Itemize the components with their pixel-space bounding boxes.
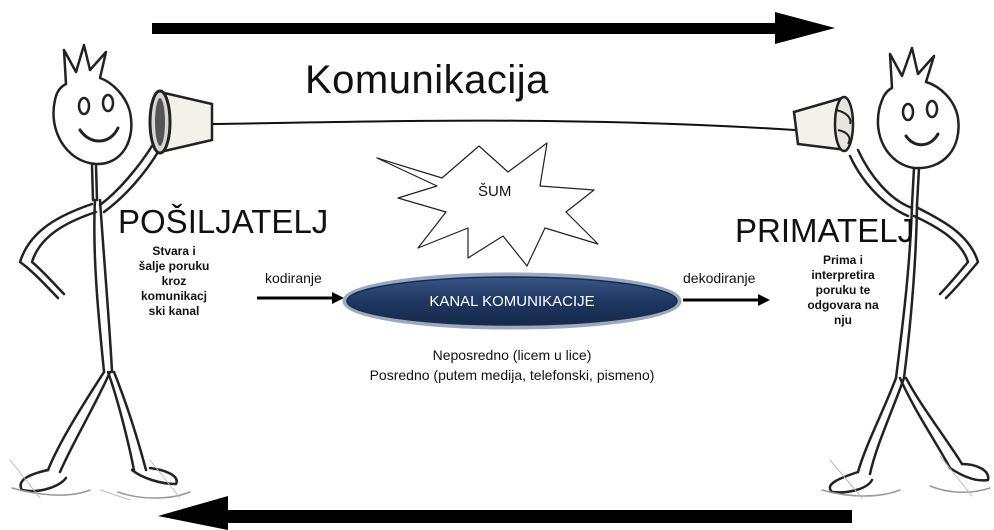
noise-label: ŠUM	[478, 183, 512, 200]
sender-desc-line: šalje poruku	[138, 259, 210, 273]
decoding-label: dekodiranje	[683, 270, 756, 286]
sender-figure	[9, 43, 191, 501]
channel-type-direct: Neposredno (licem u lice)	[432, 347, 592, 363]
sender-desc-line: komunikacj	[140, 289, 208, 303]
sender-can-icon	[148, 89, 214, 155]
receiver-can-icon	[792, 95, 855, 153]
sender-desc-line: kroz	[161, 274, 187, 288]
encoding-arrow	[257, 292, 344, 304]
receiver-desc-line: Prima i	[822, 253, 864, 267]
sender-role-label: POŠILJATELJ	[118, 203, 329, 240]
top-flow-arrow	[152, 12, 835, 44]
receiver-desc-line: interpretira	[811, 268, 875, 282]
bottom-flow-arrow	[158, 496, 852, 530]
diagram-title: Komunikacija	[305, 58, 549, 102]
decoding-arrow	[683, 294, 770, 306]
receiver-figure	[821, 46, 991, 499]
receiver-description: Prima i interpretira poruku te odgovara …	[797, 253, 889, 328]
receiver-desc-line: nju	[834, 313, 852, 327]
sender-desc-line: Stvara i	[152, 244, 196, 258]
sender-desc-line: ski kanal	[148, 304, 200, 318]
encoding-label: kodiranje	[265, 270, 322, 286]
receiver-desc-line: poruku te	[815, 283, 871, 297]
sender-description: Stvara i šalje poruku kroz komunikacj sk…	[128, 244, 220, 319]
receiver-desc-line: odgovara na	[807, 298, 879, 312]
string-line	[212, 119, 796, 131]
noise-starburst-shape	[376, 142, 599, 267]
channel-type-indirect: Posredno (putem medija, telefonski, pism…	[369, 367, 655, 383]
channel-ellipse	[342, 272, 682, 330]
channel-label: KANAL KOMUNIKACIJE	[429, 292, 595, 310]
receiver-role-label: PRIMATELJ	[735, 212, 915, 249]
